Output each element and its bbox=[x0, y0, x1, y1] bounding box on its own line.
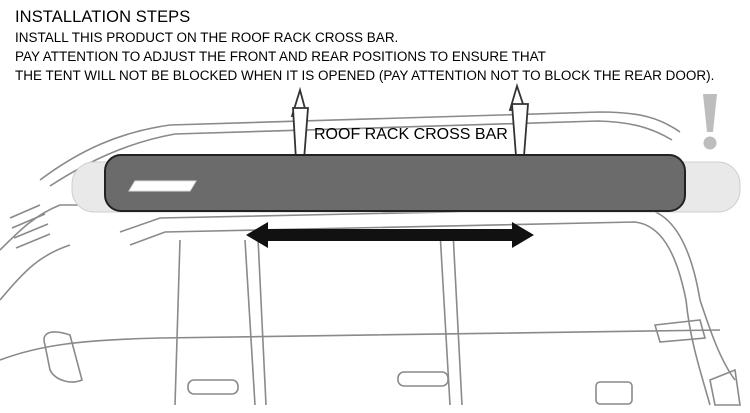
crossbar-label: ROOF RACK CROSS BAR bbox=[314, 126, 508, 143]
car-outline bbox=[0, 111, 741, 406]
tent-label-plate bbox=[128, 180, 197, 192]
mounting-brackets bbox=[290, 82, 529, 161]
instruction-line-1: INSTALL THIS PRODUCT ON THE ROOF RACK CR… bbox=[15, 30, 399, 45]
exclamation-icon bbox=[703, 94, 717, 150]
instruction-line-3: THE TENT WILL NOT BE BLOCKED WHEN IT IS … bbox=[15, 68, 715, 83]
roof-tent bbox=[104, 154, 686, 212]
double-arrow-icon bbox=[246, 222, 534, 248]
instruction-line-2: PAY ATTENTION TO ADJUST THE FRONT AND RE… bbox=[15, 49, 546, 64]
page-title: INSTALLATION STEPS bbox=[15, 8, 191, 26]
